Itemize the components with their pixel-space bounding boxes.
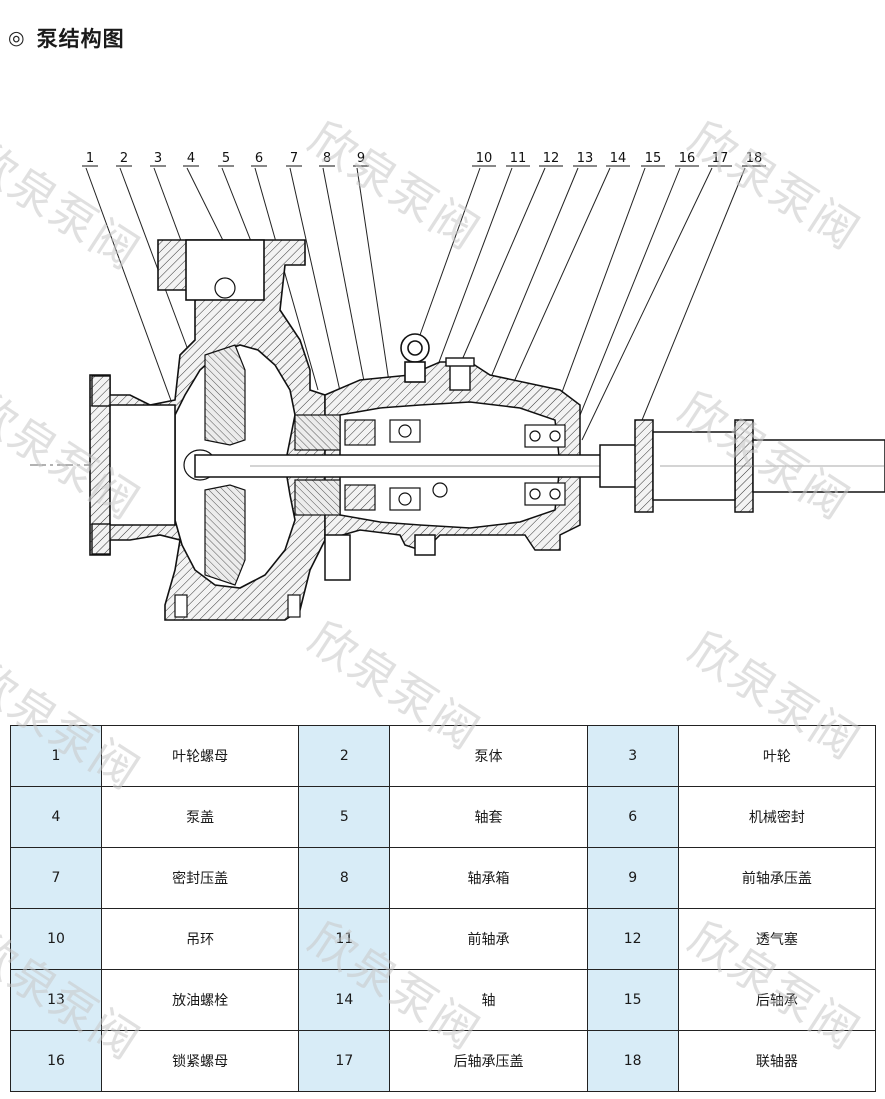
callout-9: 9 [357,151,365,166]
callout-8: 8 [323,151,331,166]
callout-6: 6 [255,151,263,166]
part-number: 13 [10,969,102,1031]
part-number: 16 [10,1030,102,1092]
part-number: 2 [298,725,391,787]
table-row: 1 叶轮螺母 2 泵体 3 叶轮 [10,725,877,787]
part-number: 18 [586,1030,679,1092]
part-number: 8 [298,847,391,909]
table-row: 16 锁紧螺母 17 后轴承压盖 18 联轴器 [10,1030,877,1092]
callout-15: 15 [645,151,662,166]
part-name: 吊环 [100,908,300,970]
part-name: 机械密封 [677,786,877,848]
table-row: 13 放油螺栓 14 轴 15 后轴承 [10,969,877,1031]
mechanical-seal [294,414,376,516]
callout-13: 13 [577,151,594,166]
part-number: 3 [586,725,679,787]
part-name: 放油螺栓 [100,969,300,1031]
part-number: 1 [10,725,102,787]
callout-14: 14 [610,151,627,166]
breather [445,357,475,391]
part-name: 叶轮 [677,725,877,787]
part-name: 前轴承 [389,908,588,970]
shaft [194,454,636,478]
pump-structure-diagram: 1 2 3 4 5 6 7 8 9 10 11 12 13 14 15 16 1… [0,140,885,660]
part-name: 密封压盖 [100,847,300,909]
part-number: 5 [298,786,391,848]
part-name: 后轴承压盖 [389,1030,588,1092]
part-name: 透气塞 [677,908,877,970]
part-name: 轴套 [389,786,588,848]
table-row: 4 泵盖 5 轴套 6 机械密封 [10,786,877,848]
callout-2: 2 [120,151,128,166]
part-number: 6 [586,786,679,848]
coupling [599,419,885,513]
page-title: 泵结构图 [36,27,125,51]
part-name: 叶轮螺母 [100,725,300,787]
callout-16: 16 [679,151,696,166]
suction-flange [91,375,111,555]
part-name: 联轴器 [677,1030,877,1092]
lifting-ring [400,333,430,383]
callout-12: 12 [543,151,560,166]
part-number: 17 [298,1030,391,1092]
callout-4: 4 [187,151,195,166]
part-number: 7 [10,847,102,909]
part-number: 15 [586,969,679,1031]
callout-11: 11 [510,151,527,166]
part-number: 9 [586,847,679,909]
bullet-icon: ◎ [8,27,25,49]
part-name: 前轴承压盖 [677,847,877,909]
part-number: 11 [298,908,391,970]
part-name: 锁紧螺母 [100,1030,300,1092]
callout-18: 18 [746,151,763,166]
bolt-details [174,277,448,618]
table-row: 10 吊环 11 前轴承 12 透气塞 [10,908,877,970]
part-number: 14 [298,969,391,1031]
part-name: 后轴承 [677,969,877,1031]
table-row: 7 密封压盖 8 轴承箱 9 前轴承压盖 [10,847,877,909]
parts-table: 1 叶轮螺母 2 泵体 3 叶轮 4 泵盖 5 轴套 6 机械密封 7 密封压盖… [10,725,877,1092]
callout-7: 7 [290,151,298,166]
callout-17: 17 [712,151,729,166]
part-name: 轴承箱 [389,847,588,909]
callout-5: 5 [222,151,230,166]
callout-10: 10 [476,151,493,166]
part-number: 12 [586,908,679,970]
part-name: 泵体 [389,725,588,787]
callout-1: 1 [86,151,94,166]
callout-3: 3 [154,151,162,166]
part-number: 4 [10,786,102,848]
part-name: 轴 [389,969,588,1031]
bearings [389,419,566,511]
part-name: 泵盖 [100,786,300,848]
page-header: ◎ 泵结构图 [8,22,125,54]
part-number: 10 [10,908,102,970]
